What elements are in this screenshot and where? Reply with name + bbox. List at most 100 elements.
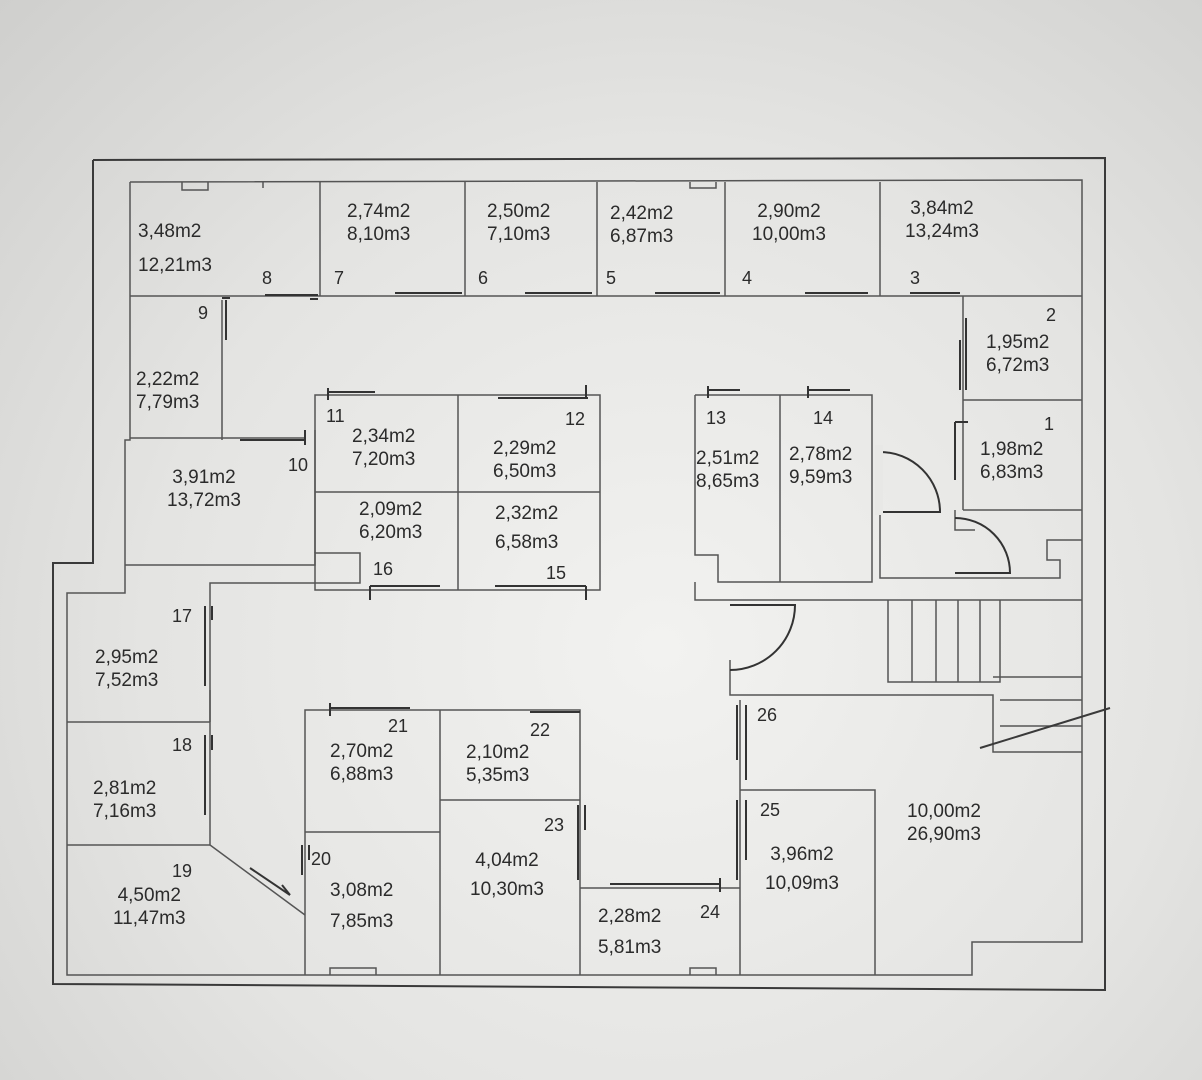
room-volume: 7,85m3 [330,911,394,932]
room-volume: 9,59m3 [789,467,853,488]
room-3-label: 3,84m2 13,24m3 [905,197,979,243]
room-area: 3,91m2 [172,467,236,488]
room-area: 1,95m2 [986,332,1050,353]
room-4-label: 2,90m2 10,00m3 [752,200,826,246]
room-13-label: 2,51m2 8,65m3 [696,447,759,493]
room-number: 3 [910,268,921,288]
room-10-label: 3,91m2 13,72m3 [167,466,241,512]
room-area: 2,51m2 [696,448,760,469]
room-area: 2,95m2 [95,647,159,668]
room-number: 14 [813,408,834,428]
room-volume: 6,88m3 [330,764,394,785]
central-cluster-walls [314,394,601,591]
room-11-label: 2,34m2 7,20m3 [352,425,415,471]
room-number: 26 [757,705,778,725]
room-number: 20 [311,849,332,869]
room-volume: 6,83m3 [980,462,1044,483]
room-area: 2,70m2 [330,741,394,762]
room-volume: 11,47m3 [113,908,186,929]
room-volume: 13,72m3 [167,490,241,511]
room-area: 4,04m2 [475,850,539,871]
room-6-label: 2,50m2 7,10m3 [487,200,550,246]
room-area: 3,08m2 [330,880,394,901]
room-area: 2,29m2 [493,438,557,459]
room-14-label: 2,78m2 9,59m3 [789,443,852,489]
room-number: 18 [172,735,193,755]
room-number: 15 [546,563,567,583]
room-volume: 6,72m3 [986,355,1050,376]
room-number: 25 [760,800,781,820]
room-volume: 10,09m3 [765,873,839,894]
room-25-label: 3,96m2 10,09m3 [765,843,839,895]
room-number: 11 [326,406,345,426]
room-number: 6 [478,268,489,288]
room-volume: 8,65m3 [696,471,760,492]
room-volume: 6,20m3 [359,522,423,543]
room-21-label: 2,70m2 6,88m3 [330,740,393,786]
room-area: 10,00m2 [907,801,981,822]
room-volume: 6,87m3 [610,226,674,247]
room-24-label: 2,28m2 5,81m3 [598,905,661,959]
room-volume: 7,10m3 [487,224,551,245]
room-26-label: 10,00m2 26,90m3 [907,800,981,846]
room-area: 2,10m2 [466,742,530,763]
room-18-label: 2,81m2 7,16m3 [93,777,156,823]
room-volume: 12,21m3 [138,255,212,276]
room-number: 23 [544,815,565,835]
outer-walls [52,156,1106,992]
room-number: 2 [1046,305,1057,325]
room-19-label: 4,50m2 11,47m3 [113,884,186,930]
room-1-label: 1,98m2 6,83m3 [980,438,1043,484]
room-area: 4,50m2 [117,885,181,906]
room-area: 2,81m2 [93,778,157,799]
room-area: 2,34m2 [352,426,416,447]
room-area: 3,96m2 [770,844,834,865]
room-number: 10 [288,455,309,475]
room-5-label: 2,42m2 6,87m3 [610,202,673,248]
room-15-label: 2,32m2 6,58m3 [495,502,558,554]
room-12-label: 2,29m2 6,50m3 [493,437,556,483]
room-number: 16 [373,559,394,579]
room-volume: 10,00m3 [752,224,826,245]
room-area: 2,78m2 [789,444,853,465]
room-number: 4 [742,268,753,288]
lower-central-walls [304,700,876,975]
room-17-label: 2,95m2 7,52m3 [95,646,158,692]
left-lower-walls [67,593,306,916]
room-20-label: 3,08m2 7,85m3 [330,879,393,933]
room-9-label: 2,22m2 7,79m3 [136,368,199,414]
room-number: 7 [334,268,345,288]
room-volume: 7,52m3 [95,670,159,691]
room-number: 13 [706,408,727,428]
room-area: 2,32m2 [495,503,559,524]
room-volume: 7,79m3 [136,392,200,413]
room-area: 3,48m2 [138,221,202,242]
room-7-label: 2,74m2 8,10m3 [347,200,410,246]
room-area: 2,50m2 [487,201,551,222]
room-volume: 6,50m3 [493,461,557,482]
room-number: 17 [172,606,193,626]
room-23-label: 4,04m2 10,30m3 [470,849,544,901]
room-volume: 6,58m3 [495,532,559,553]
left-upper-walls [125,300,361,593]
room-number: 12 [565,409,586,429]
stairs [729,600,1111,753]
room-number: 22 [530,720,551,740]
room-area: 2,09m2 [359,499,423,520]
room-area: 2,22m2 [136,369,200,390]
room-number: 24 [700,902,721,922]
room-volume: 10,30m3 [470,879,544,900]
room-volume: 7,16m3 [93,801,157,822]
room-area: 2,28m2 [598,906,662,927]
sliding-doors [204,292,968,896]
room-area: 3,84m2 [910,198,974,219]
room-area: 2,74m2 [347,201,411,222]
room-number: 8 [262,268,273,288]
room-number: 1 [1044,414,1055,434]
room-volume: 5,35m3 [466,765,530,786]
room-number: 5 [606,268,617,288]
room-number: 21 [388,716,409,736]
room-16-label: 2,09m2 6,20m3 [359,498,422,544]
room-volume: 7,20m3 [352,449,416,470]
